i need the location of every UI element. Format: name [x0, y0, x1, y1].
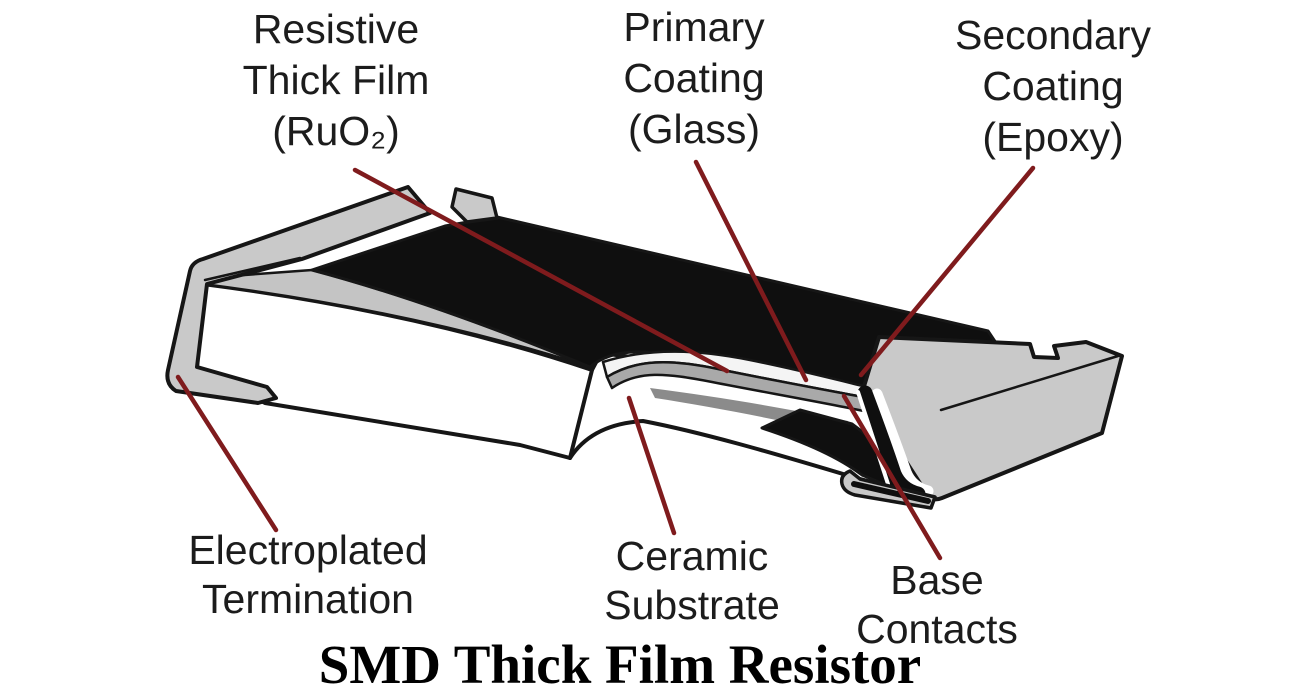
- label-ceramic-substrate: Ceramic Substrate: [604, 533, 780, 628]
- label-secondary-coating: Secondary Coating (Epoxy): [954, 12, 1151, 160]
- left-cap-notch-tab: [450, 187, 499, 224]
- label-base-contacts: Base Contacts: [856, 557, 1018, 652]
- leader-line-primary-coating: [693, 159, 809, 383]
- leader-line-electroplated-termination: [175, 374, 279, 533]
- right-cap-foot-contact-stripe: [851, 481, 931, 504]
- leader-line-secondary-coating: [858, 165, 1036, 378]
- left-termination-cap: [165, 185, 432, 405]
- label-resistive-thick-film: Resistive Thick Film (RuO₂): [242, 6, 430, 154]
- left-cap-bevel-edge: [203, 256, 302, 282]
- right-cap-inner-white-band: [856, 390, 890, 486]
- right-cap-face-edge: [939, 354, 1120, 412]
- label-primary-coating: Primary Coating (Glass): [623, 4, 765, 152]
- cut-wall-edge: [568, 368, 594, 460]
- diagram-title: SMD Thick Film Resistor: [318, 634, 922, 695]
- leader-line-base-contacts: [841, 393, 943, 561]
- label-electroplated-termination: Electroplated Termination: [188, 527, 428, 622]
- leader-line-resistive-film: [352, 167, 730, 374]
- leader-line-ceramic-substrate: [626, 395, 677, 536]
